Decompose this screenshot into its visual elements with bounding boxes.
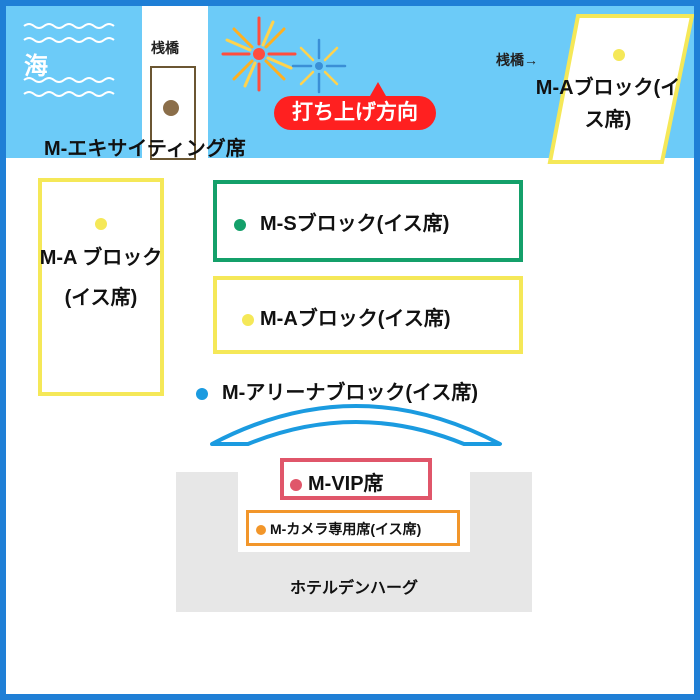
camera-seats[interactable] — [246, 510, 460, 546]
hotel-label: ホテルデンハーグ — [289, 580, 418, 597]
arena-block-dot — [196, 387, 208, 400]
vip-seats[interactable] — [280, 458, 432, 500]
vip-dot — [290, 478, 302, 491]
block-a-left-label: M-A ブロック (イス席) — [39, 247, 163, 309]
block-a-top-right-dot — [613, 49, 625, 61]
block-a-top-right-label: M-Aブロック(イス席) — [535, 77, 681, 131]
pier-label: 桟橋 — [151, 40, 179, 56]
block-a-left-dot — [95, 218, 107, 230]
arrow-up-icon — [370, 82, 386, 96]
block-a-center-label-row: M-Aブロック(イス席) — [242, 302, 450, 331]
pier-marker — [163, 100, 179, 116]
exciting-seats-label: M-エキサイティング席 — [44, 138, 246, 160]
arena-block-label-row: M-アリーナブロック(イス席) — [196, 376, 478, 405]
pier-right-label: 桟橋→ — [496, 52, 538, 68]
block-s-label-row: M-Sブロック(イス席) — [234, 207, 449, 236]
arena-block-label: M-アリーナブロック(イス席) — [222, 382, 479, 404]
block-s-dot — [234, 218, 246, 231]
firework-icon — [221, 16, 347, 94]
block-s[interactable] — [213, 180, 523, 262]
fireworks-direction-label: 打ち上げ方向 — [274, 96, 436, 130]
camera-seats-dot — [256, 525, 266, 536]
block-a-left[interactable] — [38, 178, 164, 396]
block-a-center-dot — [242, 313, 254, 326]
block-a-center-label: M-Aブロック(イス席) — [260, 308, 451, 330]
block-a-center[interactable] — [213, 276, 523, 354]
vip-label-row: M-VIP席 — [290, 467, 384, 496]
camera-seats-label-row: M-カメラ専用席(イス席) — [256, 519, 421, 539]
sea-label: 海 — [24, 53, 48, 80]
vip-label: M-VIP席 — [308, 473, 384, 495]
wave-icon — [23, 23, 115, 97]
block-s-label: M-Sブロック(イス席) — [260, 213, 450, 235]
block-a-top-right-frame — [547, 14, 694, 164]
camera-seats-label: M-カメラ専用席(イス席) — [270, 521, 422, 537]
arena-block[interactable] — [206, 392, 506, 448]
